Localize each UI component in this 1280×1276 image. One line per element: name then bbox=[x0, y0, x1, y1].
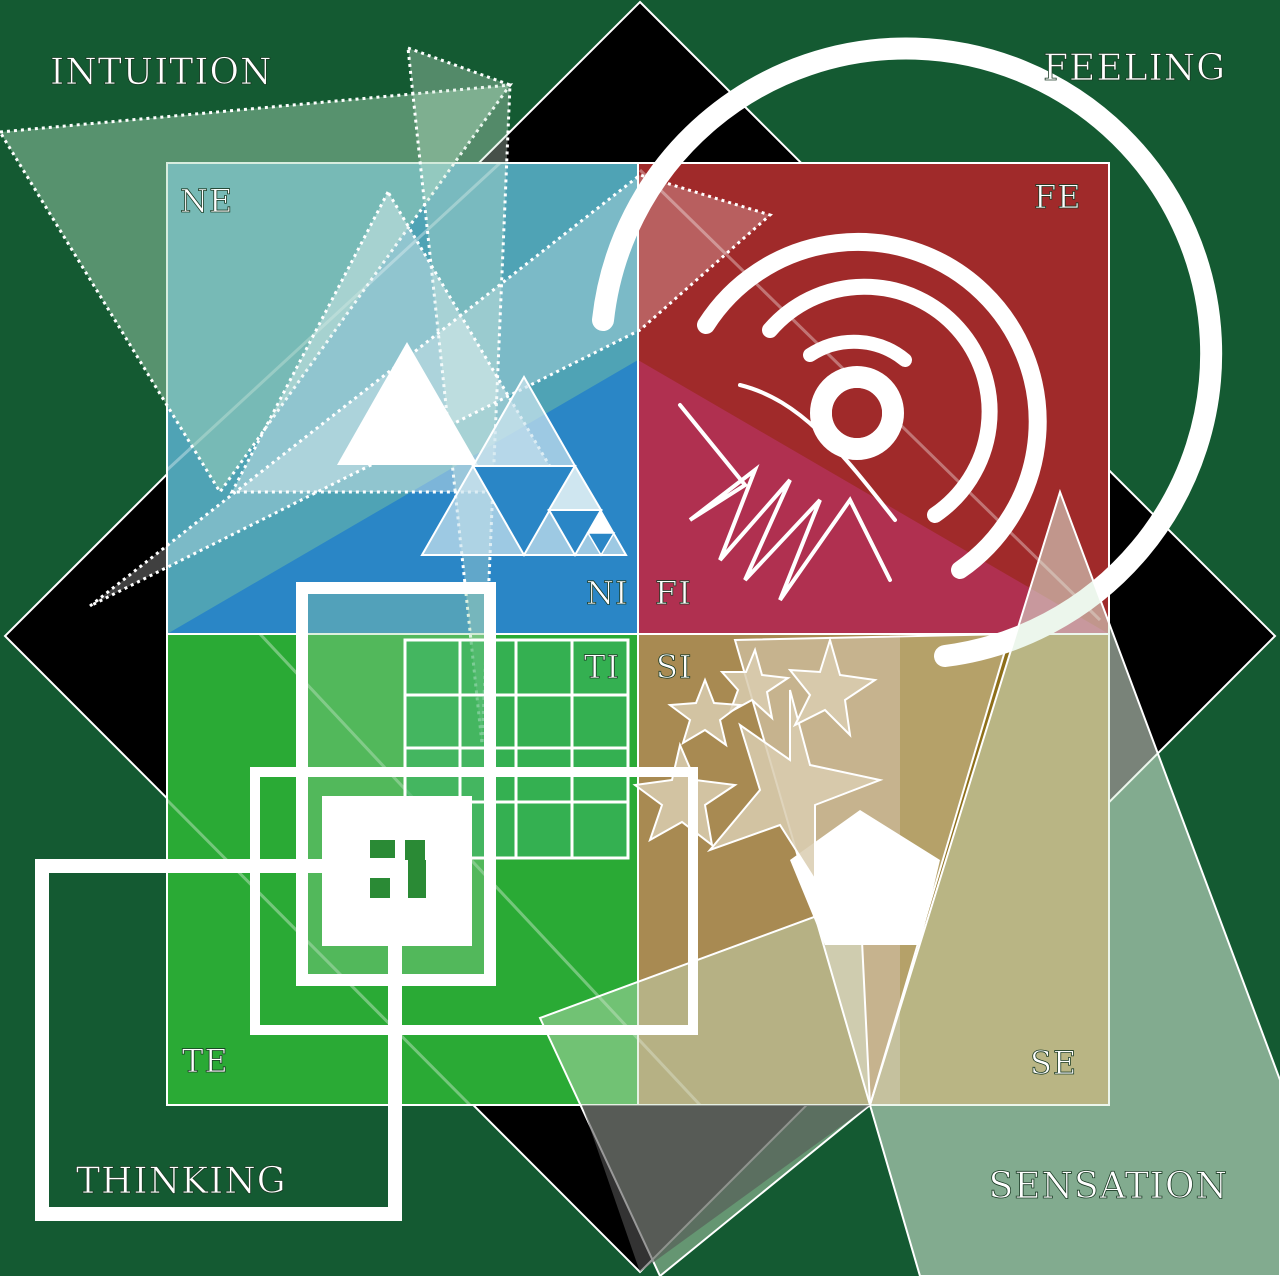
sierpinski-small-4 bbox=[586, 532, 616, 557]
label-se: SE bbox=[1030, 1044, 1077, 1082]
label-fe: FE bbox=[1034, 178, 1082, 216]
quadrant-grid bbox=[166, 162, 1110, 1106]
star-mid bbox=[667, 677, 743, 748]
star-large bbox=[706, 689, 884, 884]
label-te: TE bbox=[182, 1042, 229, 1080]
light-wedge-large bbox=[868, 488, 1280, 1276]
inner-glyph bbox=[370, 840, 426, 898]
outline-square-large bbox=[35, 859, 402, 1221]
thinking-shapes bbox=[35, 582, 698, 1221]
quadrant-fi-triangle bbox=[638, 360, 1109, 634]
label-ni: NI bbox=[586, 574, 629, 612]
arc-4 bbox=[803, 334, 912, 367]
star-top bbox=[719, 646, 791, 721]
solid-white-triangle bbox=[337, 342, 478, 465]
big-arc bbox=[592, 37, 1223, 667]
label-intuition: INTUITION bbox=[50, 52, 273, 93]
label-ti: TI bbox=[584, 648, 620, 686]
label-feeling: FEELING bbox=[1043, 48, 1226, 89]
label-fi: FI bbox=[655, 574, 692, 612]
mid-dotted-triangle bbox=[229, 188, 568, 494]
label-thinking: THINKING bbox=[76, 1161, 287, 1202]
tall-dotted-triangle bbox=[406, 45, 512, 745]
white-pentagon bbox=[790, 810, 940, 945]
star-top-right bbox=[787, 636, 878, 738]
large-dotted-triangle bbox=[0, 83, 514, 495]
target-center bbox=[832, 388, 882, 438]
stars bbox=[632, 636, 884, 884]
label-si: SI bbox=[656, 648, 693, 686]
feeling-arcs bbox=[592, 37, 1223, 667]
arc-2 bbox=[697, 232, 1047, 579]
label-ne: NE bbox=[180, 182, 233, 220]
grey-lower-tri bbox=[582, 1105, 870, 1272]
outline-square-wide bbox=[250, 767, 698, 1035]
sensation-shapes bbox=[538, 488, 1280, 1276]
label-sensation: SENSATION bbox=[989, 1166, 1228, 1207]
arc-3 bbox=[762, 278, 998, 523]
sierpinski-small-3 bbox=[588, 510, 614, 533]
solid-white-square bbox=[322, 796, 472, 946]
star-left bbox=[632, 741, 738, 848]
target-ring bbox=[810, 366, 904, 460]
scribble bbox=[678, 383, 897, 602]
